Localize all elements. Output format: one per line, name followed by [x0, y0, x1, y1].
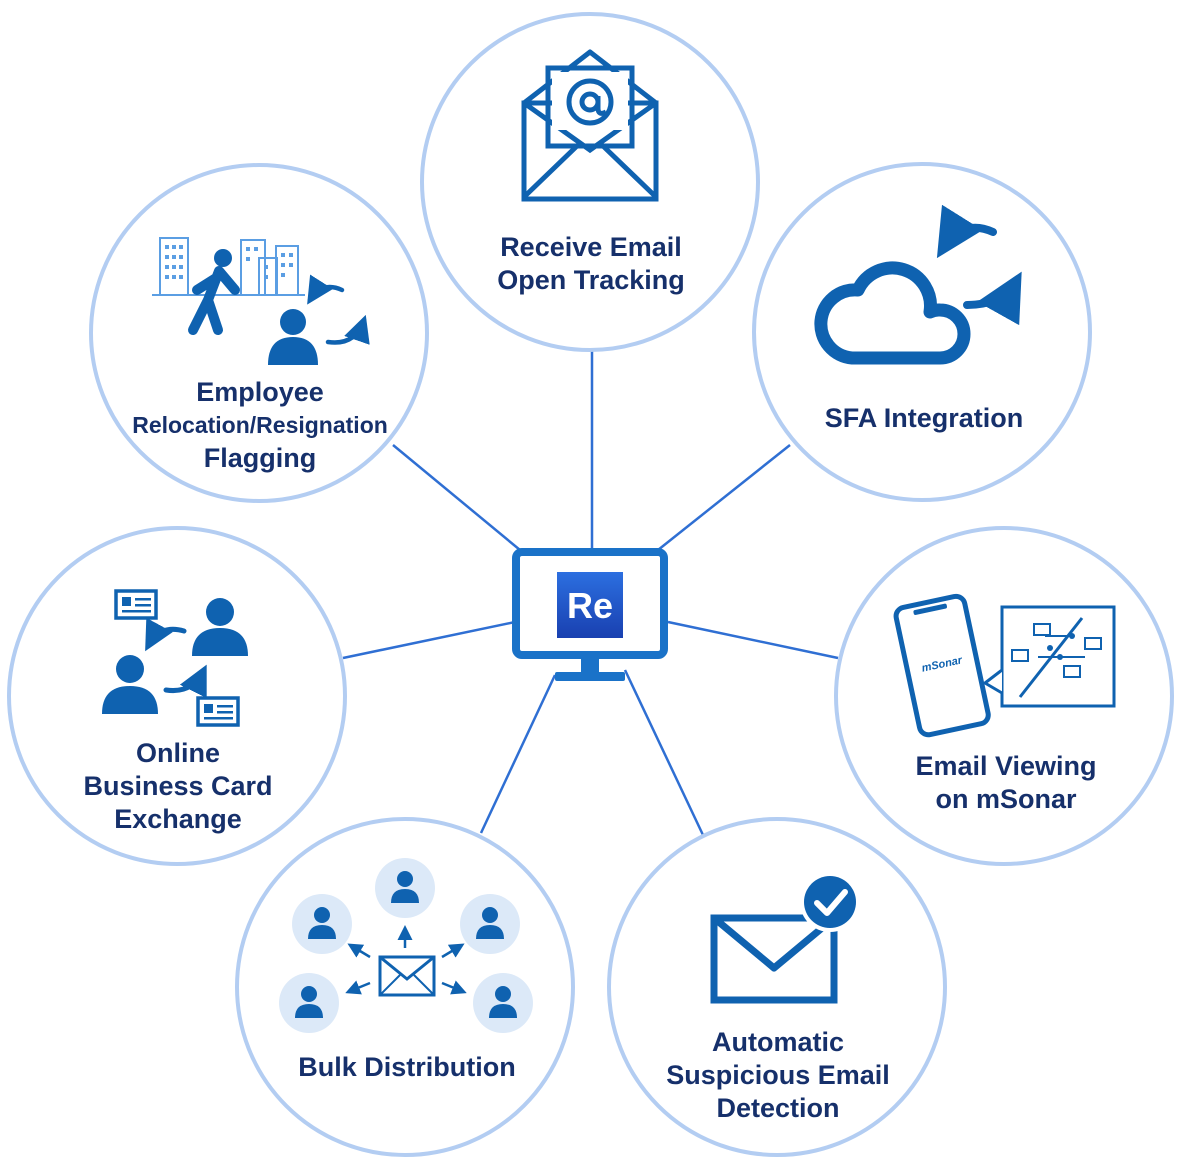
feature-email-tracking[interactable]: Receive Email Open Tracking: [420, 12, 760, 352]
connectors: [342, 350, 839, 836]
feature-label-line1: Receive Email: [500, 232, 682, 262]
feature-label-line1: Email Viewing: [915, 751, 1096, 781]
recipient-avatar: [375, 858, 435, 918]
re-logo: [557, 572, 623, 638]
re-logo-text: Re: [567, 585, 613, 626]
open-envelope-at-icon: [521, 49, 659, 202]
feature-msonar[interactable]: mSonar Email Viewing on mSonar: [834, 526, 1174, 866]
monitor-stand: [555, 672, 625, 681]
feature-label-line1: SFA Integration: [825, 403, 1024, 433]
cloud-sync-icon: [814, 204, 1022, 365]
recipient-avatar: [460, 894, 520, 954]
feature-label-line2: on mSonar: [935, 784, 1077, 814]
feature-sfa[interactable]: SFA Integration: [752, 162, 1092, 502]
feature-bulk[interactable]: Bulk Distribution: [235, 817, 575, 1157]
feature-business-card[interactable]: Online Business Card Exchange: [7, 526, 347, 866]
center-monitor: Re: [512, 548, 668, 681]
envelope-check-icon: [710, 872, 860, 1004]
feature-ring: [607, 817, 947, 1157]
recipient-avatar: [292, 894, 352, 954]
connector-msonar: [667, 620, 839, 660]
feature-label-line1: Automatic: [712, 1027, 844, 1057]
feature-relocation[interactable]: Employee Relocation/Resignation Flagging: [89, 163, 429, 503]
feature-ring: [420, 12, 760, 352]
feature-label-line2: Suspicious Email: [666, 1060, 890, 1090]
monitor-neck: [581, 658, 599, 674]
employee-relocation-icon: [152, 237, 370, 365]
connector-suspicious: [623, 669, 705, 836]
feature-ring: [7, 526, 347, 866]
feature-label-line3: Flagging: [204, 443, 316, 473]
feature-label-line2: Business Card: [83, 771, 272, 801]
feature-suspicious[interactable]: Automatic Suspicious Email Detection: [607, 817, 947, 1157]
feature-label-line2: Relocation/Resignation: [132, 412, 388, 438]
feature-label-line2: Open Tracking: [497, 265, 685, 295]
feature-label-line1: Employee: [196, 377, 324, 407]
connector-bulk: [479, 674, 557, 834]
phone-msonar-icon: mSonar: [893, 593, 1116, 738]
bulk-send-icon: [279, 858, 533, 1033]
connector-sfa: [657, 444, 791, 551]
feature-label-line3: Exchange: [114, 804, 242, 834]
feature-label-line3: Detection: [716, 1093, 839, 1123]
connector-relocation: [392, 444, 521, 551]
recipient-avatar: [279, 973, 339, 1033]
feature-label-line1: Online: [136, 738, 220, 768]
feature-ring: [752, 162, 1092, 502]
business-card-exchange-icon: [102, 589, 248, 727]
feature-label-line1: Bulk Distribution: [298, 1052, 516, 1082]
connector-business-card: [342, 620, 516, 660]
recipient-avatar: [473, 973, 533, 1033]
